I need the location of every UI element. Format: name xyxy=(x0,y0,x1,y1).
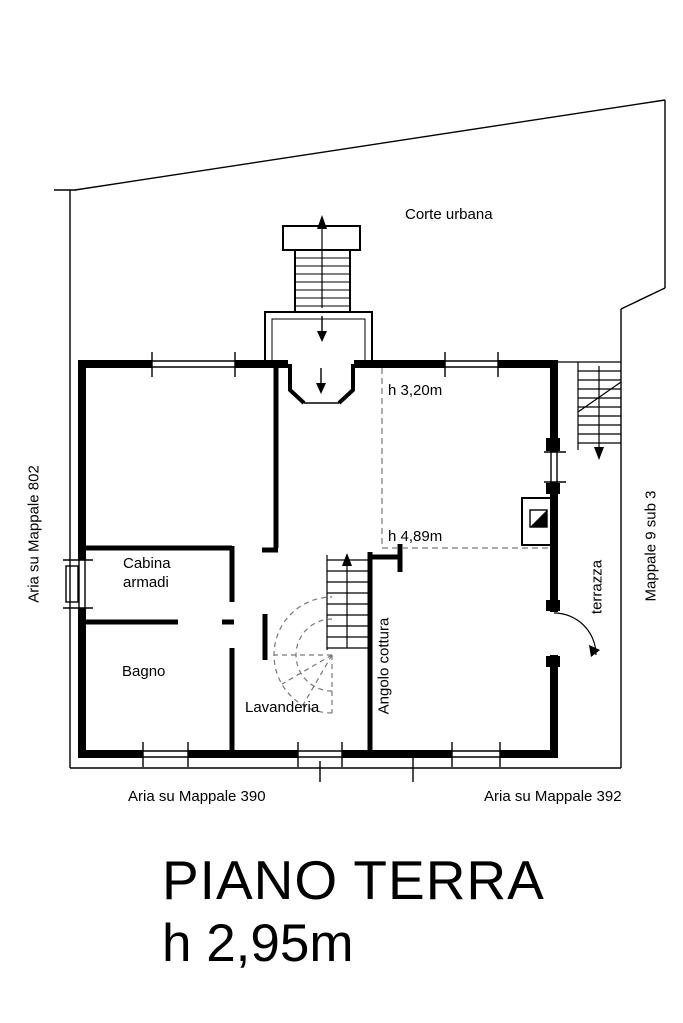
label-aria-mappale-390: Aria su Mappale 390 xyxy=(128,788,266,805)
plan-height-note: h 2,95m xyxy=(162,914,354,973)
entry-vestibule-walls xyxy=(288,364,355,405)
property-boundary xyxy=(54,99,666,782)
entry-door-arrow xyxy=(316,368,326,394)
plan-title: PIANO TERRA xyxy=(162,849,545,911)
internal-staircase xyxy=(326,553,368,650)
label-mappale-9-sub-3: Mappale 9 sub 3 xyxy=(642,490,660,602)
height-reference-dashed-lines xyxy=(381,368,550,549)
interior-walls xyxy=(86,366,403,752)
entry-porch xyxy=(264,311,373,362)
winder-stair-dashed xyxy=(273,596,333,714)
label-aria-mappale-392: Aria su Mappale 392 xyxy=(484,788,622,805)
porch-down-arrow xyxy=(317,316,327,342)
exterior-staircase xyxy=(282,215,361,312)
label-terrazza: terrazza xyxy=(588,559,606,615)
label-height-lower: h 4,89m xyxy=(388,528,443,545)
terrace-staircase xyxy=(558,361,622,460)
label-lavanderia: Lavanderia xyxy=(245,699,320,716)
label-corte-urbana: Corte urbana xyxy=(405,206,493,223)
wall-pilaster-blocks xyxy=(546,438,560,667)
windows xyxy=(63,352,566,767)
label-bagno: Bagno xyxy=(122,663,166,680)
label-aria-mappale-802: Aria su Mappale 802 xyxy=(25,465,43,603)
terrace-door-arc xyxy=(553,612,600,657)
flue-box xyxy=(521,497,557,546)
label-height-upper: h 3,20m xyxy=(388,382,443,399)
label-angolo-cottura: Angolo cottura xyxy=(375,617,393,715)
label-cabina-armadi: Cabina armadi xyxy=(123,555,171,591)
